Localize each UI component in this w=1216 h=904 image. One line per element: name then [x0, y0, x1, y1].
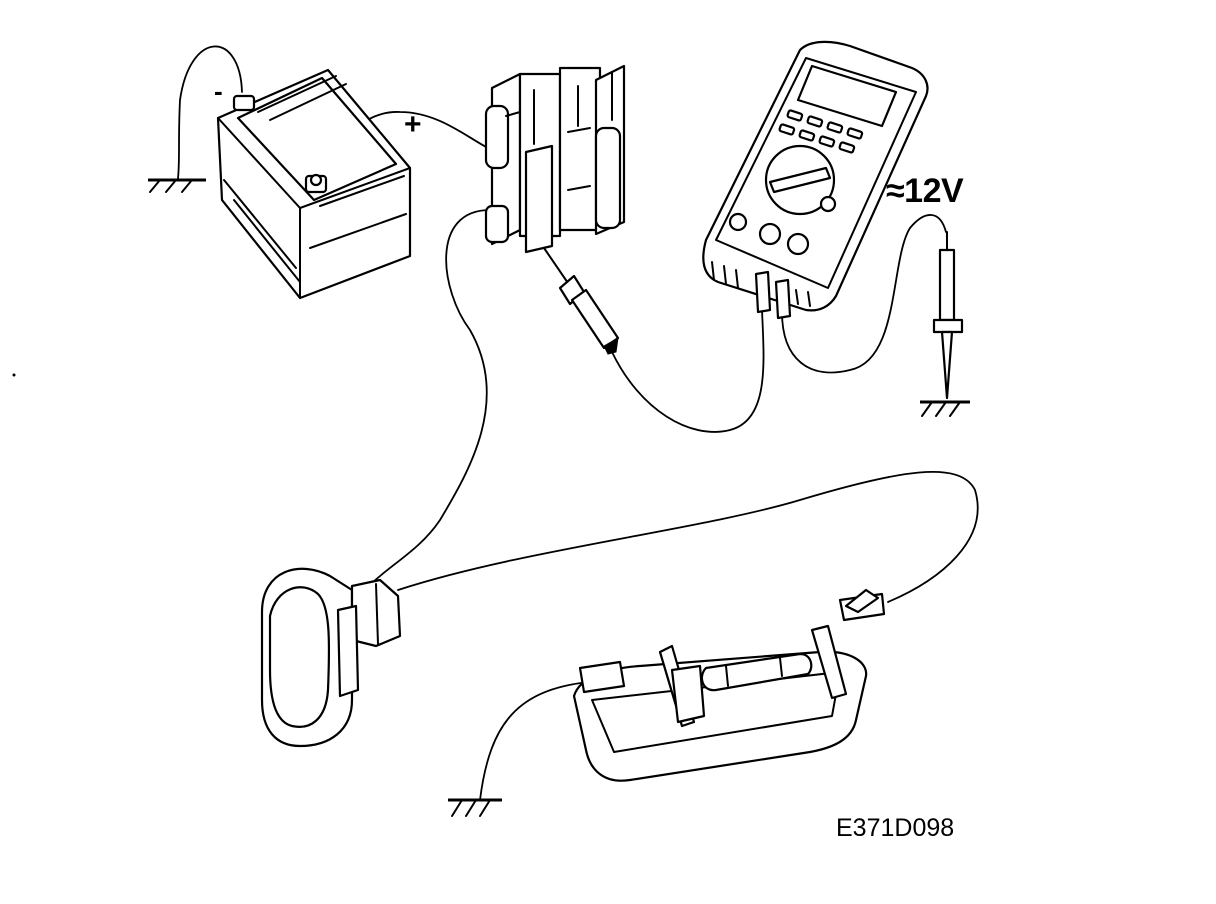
wire-lamp-ground — [479, 681, 589, 801]
battery — [216, 68, 412, 300]
multimeter-display — [796, 64, 898, 128]
probe-to-ground — [932, 231, 964, 400]
lamp-connector-left — [578, 660, 626, 694]
figure-code: E371D098 — [836, 814, 955, 842]
ground-symbol-battery — [148, 178, 206, 193]
ground-symbol-lamp — [448, 798, 502, 817]
measured-voltage-label: ≈12V — [886, 172, 964, 210]
relay-block — [484, 64, 626, 254]
multimeter — [702, 40, 929, 320]
wire-switch-lamp — [397, 471, 979, 603]
door-switch — [260, 567, 402, 748]
multimeter-jack-1 — [728, 212, 748, 232]
battery-terminal-negative — [232, 94, 256, 112]
multimeter-jack-v — [758, 222, 782, 246]
wire-probe-multimeter — [611, 309, 765, 433]
courtesy-lamp — [572, 588, 886, 782]
wire-battery-negative-ground — [177, 45, 243, 179]
ground-symbol-probe — [920, 400, 970, 417]
wire-multimeter-ground-probe — [781, 214, 947, 374]
battery-negative-label: - — [214, 76, 223, 106]
test-probe — [543, 247, 620, 355]
wire-relay-door-switch — [369, 209, 491, 586]
multimeter-jack-com — [786, 232, 810, 256]
lamp-bulb — [700, 652, 813, 692]
battery-positive-label: + — [404, 108, 422, 141]
